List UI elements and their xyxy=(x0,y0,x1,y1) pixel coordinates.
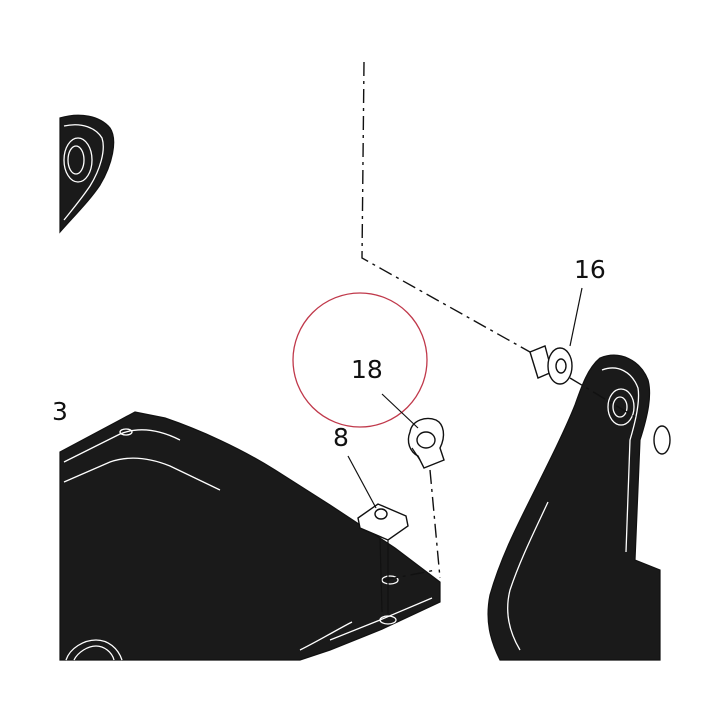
leader-line-16 xyxy=(569,287,583,347)
callout-label-18: 18 xyxy=(351,355,383,384)
callout-label-edge-left: 3 xyxy=(52,397,68,426)
callout-label-8: 8 xyxy=(333,423,349,452)
flanged-bushing-part xyxy=(529,345,573,385)
right-mounting-bracket xyxy=(487,354,671,661)
assembly-centerlines xyxy=(361,61,641,581)
spring-nut-part xyxy=(357,503,409,614)
callout-label-16: 16 xyxy=(574,255,606,284)
lower-skid-panel xyxy=(59,411,441,661)
leader-line-18 xyxy=(381,393,419,429)
upper-left-bracket-part xyxy=(59,114,115,234)
highlight-circle xyxy=(292,292,428,428)
leader-line-8 xyxy=(347,455,377,509)
retaining-clip-part xyxy=(407,417,445,469)
